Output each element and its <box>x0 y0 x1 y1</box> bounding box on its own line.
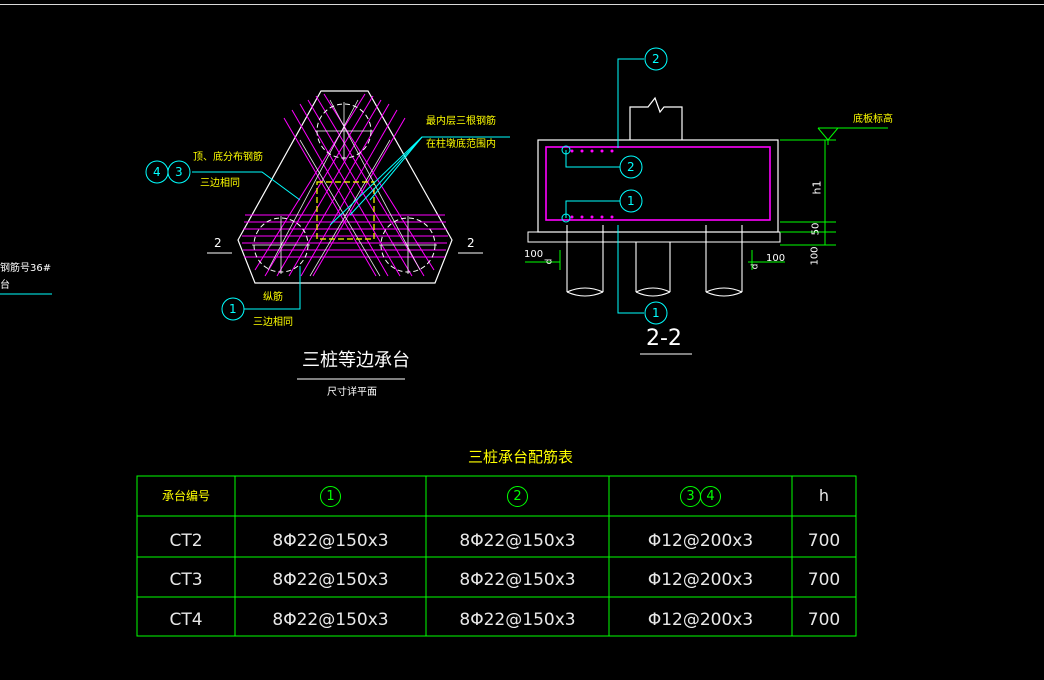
section-title: 2-2 <box>646 326 682 351</box>
section-dim-100-right: 100 <box>809 246 821 266</box>
row-ct2-c2: 8Φ22@150x3 <box>459 531 576 551</box>
piles <box>566 225 743 297</box>
plan-view <box>0 90 510 380</box>
section-d-right: d <box>750 263 761 270</box>
row-ct4-c34: Φ12@200x3 <box>647 610 754 630</box>
row-ct4-id: CT4 <box>169 610 203 630</box>
plan-subtitle: 尺寸详平面 <box>327 387 377 398</box>
row-ct3-c34: Φ12@200x3 <box>647 570 754 590</box>
section-d-left: d <box>544 258 555 265</box>
column-outline <box>316 181 375 240</box>
row-ct2-c1: 8Φ22@150x3 <box>272 531 389 551</box>
table-title: 三桩承台配筋表 <box>468 448 574 466</box>
plan-section-mark-right: 2 <box>467 236 475 250</box>
plan-callout-left-2: 三边相同 <box>200 178 240 189</box>
row-ct4-c1: 8Φ22@150x3 <box>272 610 389 630</box>
rebar-3-bubble: 3 <box>680 486 701 507</box>
top-border-line <box>0 4 1044 5</box>
section-dim-100-left: 100 <box>524 249 544 260</box>
rebar-1-bubble: 1 <box>320 486 341 507</box>
rebar-hatch <box>242 93 448 277</box>
row-ct3-id: CT3 <box>169 570 203 590</box>
plan-leaders <box>0 136 510 310</box>
section-bubble-2-mid: 2 <box>627 160 635 174</box>
section-bubble-1-bottom: 1 <box>652 306 660 320</box>
rebar-4-bubble: 4 <box>700 486 721 507</box>
section-dim-100-mid: 100 <box>766 253 786 264</box>
row-ct3-c1: 8Φ22@150x3 <box>272 570 389 590</box>
section-bubble-1-mid: 1 <box>627 194 635 208</box>
plan-callout-bottom-2: 三边相同 <box>253 317 293 328</box>
pile-cap-outline <box>237 90 453 284</box>
plan-section-mark-left: 2 <box>214 236 222 250</box>
rebar-2-bubble: 2 <box>507 486 528 507</box>
section-level-label: 底板标高 <box>853 114 893 125</box>
section-bubble-2-top: 2 <box>652 52 660 66</box>
table-grid <box>136 475 857 637</box>
plan-title: 三桩等边承台 <box>302 350 410 371</box>
section-view <box>525 47 888 355</box>
row-ct2-id: CT2 <box>169 531 203 551</box>
plan-left-cut-2: 台 <box>0 280 10 291</box>
table-header-c2: 2 <box>426 486 609 507</box>
row-ct4-c2: 8Φ22@150x3 <box>459 610 576 630</box>
plan-bubble-4: 4 <box>153 165 161 179</box>
row-ct4-h: 700 <box>807 610 841 630</box>
plan-left-cut-1: 钢筋号36# <box>0 263 52 274</box>
plan-bubble-1: 1 <box>229 302 237 316</box>
plan-callout-left-1: 顶、底分布钢筋 <box>193 152 263 163</box>
row-ct2-c34: Φ12@200x3 <box>647 531 754 551</box>
row-ct3-c2: 8Φ22@150x3 <box>459 570 576 590</box>
table-header-id: 承台编号 <box>161 489 210 503</box>
plan-bubble-3: 3 <box>175 165 183 179</box>
row-ct3-h: 700 <box>807 570 841 590</box>
table-header-c1: 1 <box>235 486 426 507</box>
plan-callout-bottom-1: 纵筋 <box>263 292 283 303</box>
plan-callout-top-2: 在柱墩底范围内 <box>426 139 496 150</box>
table-header-h: h <box>818 486 830 505</box>
section-dim-h1: h1 <box>810 180 824 195</box>
plan-callout-top-1: 最内层三根钢筋 <box>426 116 496 127</box>
section-dim-50: 50 <box>810 222 822 236</box>
row-ct2-h: 700 <box>807 531 841 551</box>
